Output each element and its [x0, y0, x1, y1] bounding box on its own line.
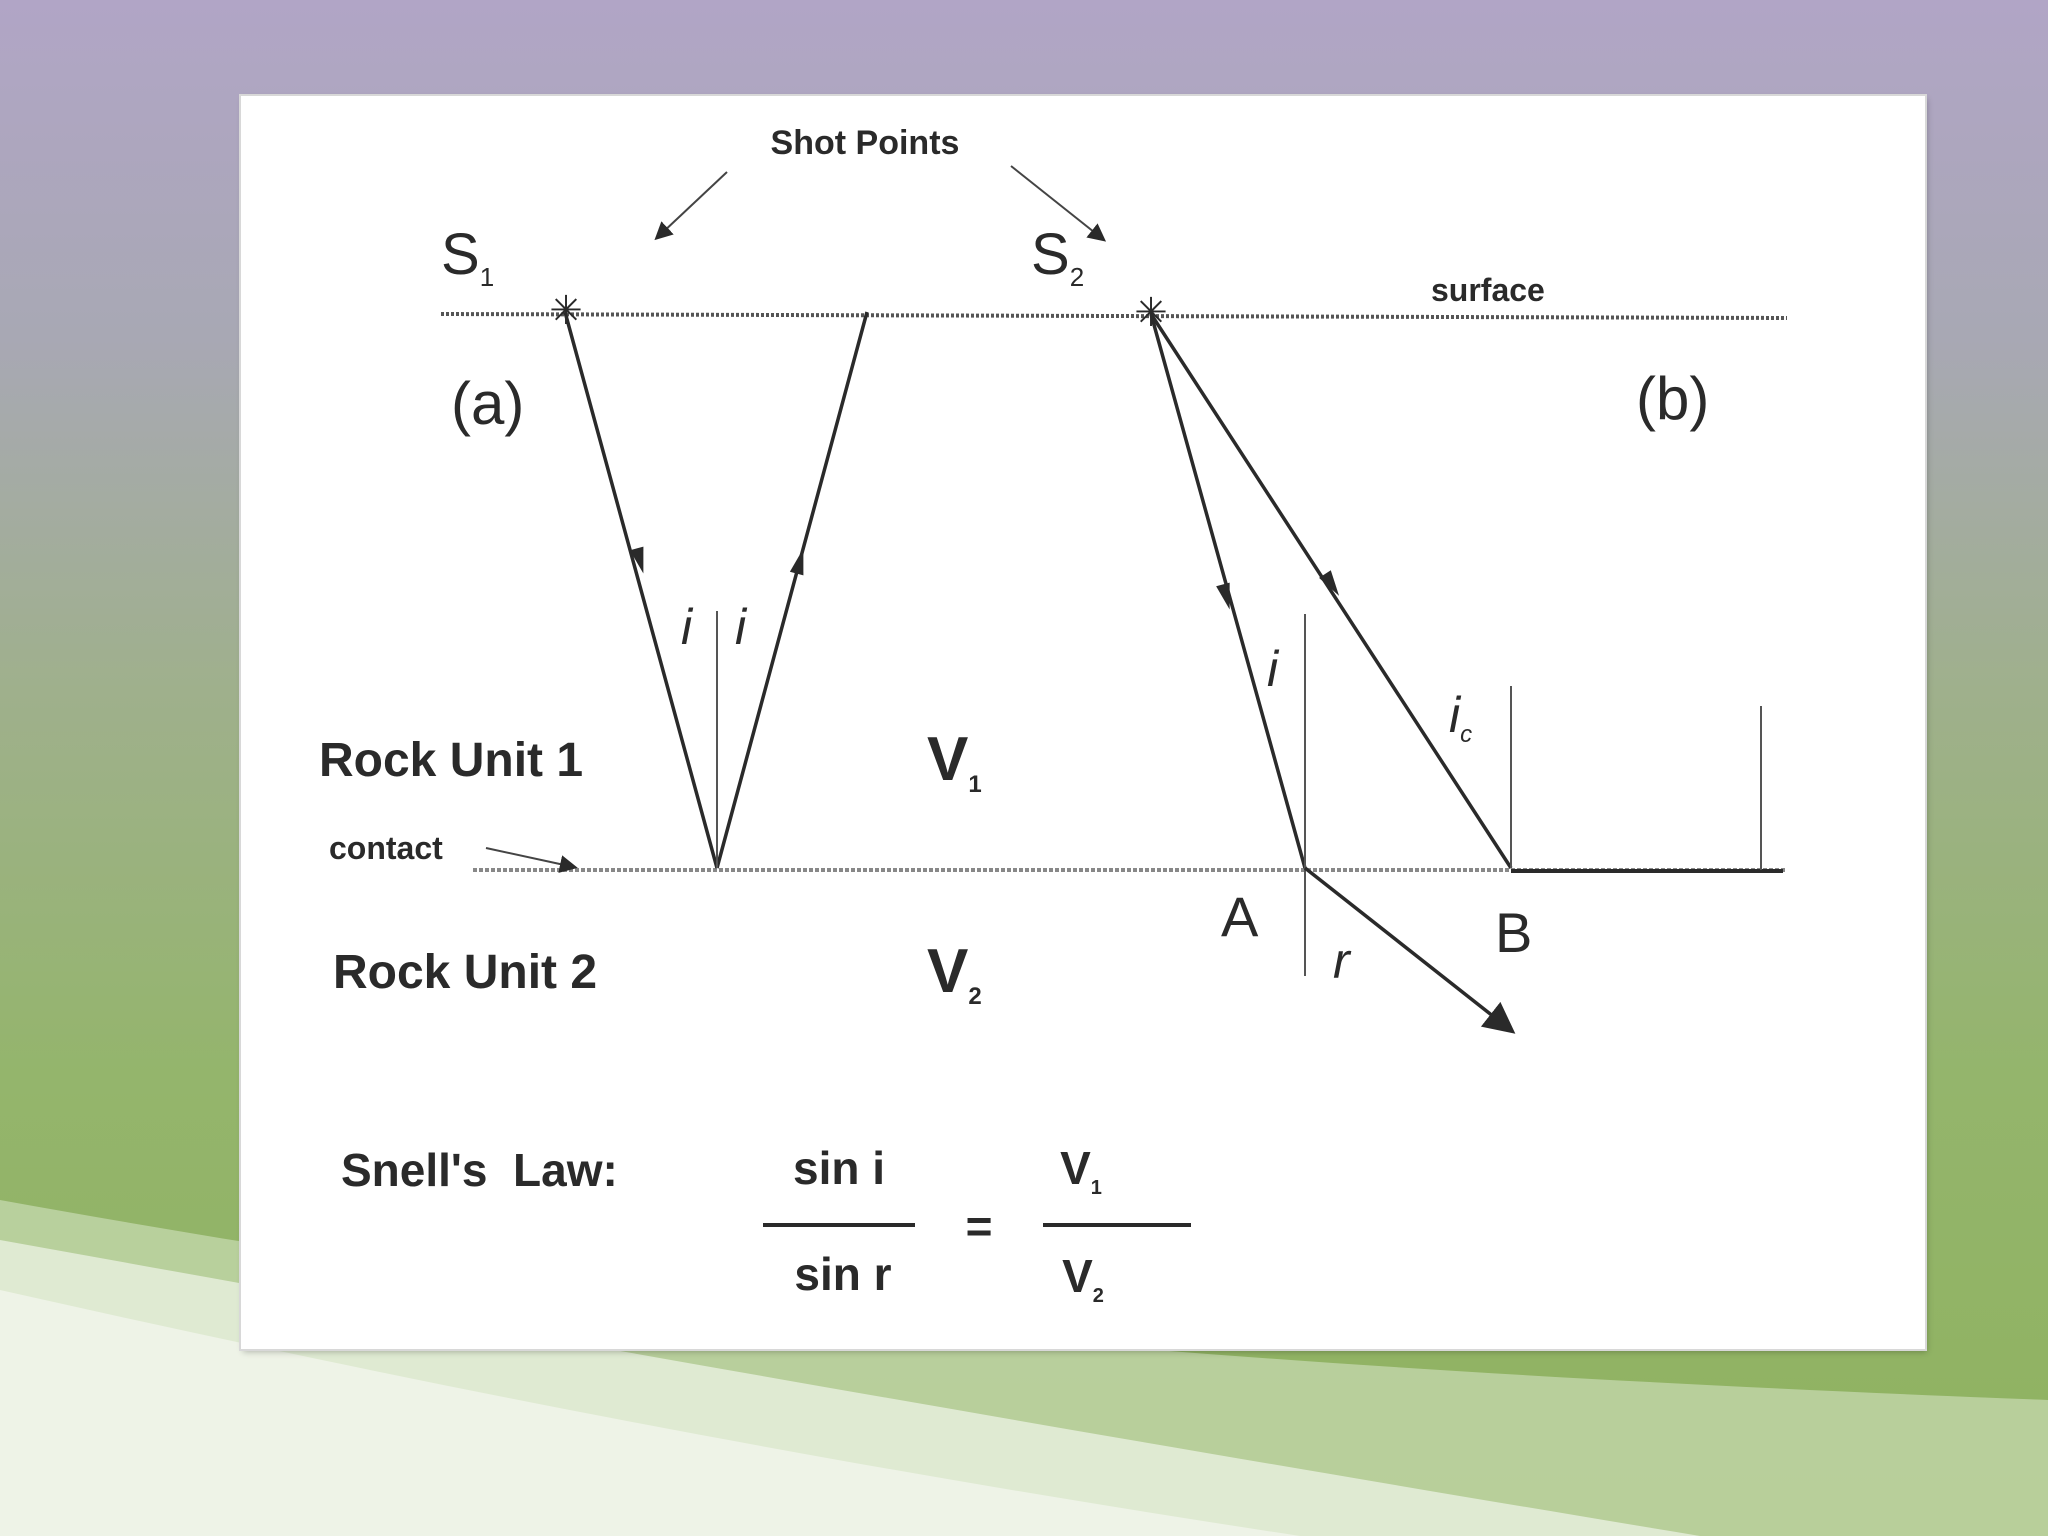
angle-i-right-a: i [735, 599, 748, 655]
equation-equals: = [966, 1200, 993, 1252]
snells-law-figure: Shot Points surface S1 ✳ S2 ✳ (a) (b) co… [241, 96, 1925, 1349]
refracted-ray-b [1303, 866, 1516, 1034]
reflected-ray-a-arrowhead [789, 548, 804, 576]
s2-shot-star-icon: ✳ [1134, 291, 1168, 335]
contact-pointer [485, 847, 578, 873]
contact-label: contact [329, 830, 443, 866]
equation-denominator-right: V2 [1062, 1250, 1104, 1307]
point-b-label: B [1495, 901, 1532, 964]
critical-ray-b-arrowhead [1319, 570, 1340, 596]
angle-r-b: r [1333, 933, 1352, 989]
surface-label: surface [1431, 272, 1545, 308]
v2-label: V2 [927, 937, 982, 1010]
shot-points-pointer-right [1010, 165, 1107, 242]
panel-a-label: (a) [451, 370, 524, 437]
panel-b-label: (b) [1636, 365, 1709, 432]
rock-unit-1-label: Rock Unit 1 [319, 734, 583, 787]
incident-ray-b-arrowhead [1216, 582, 1230, 610]
incident-ray-a-arrowhead [629, 546, 644, 574]
shot-points-pointer-left [654, 171, 728, 241]
angle-i-b: i [1267, 641, 1280, 697]
angle-ic-b: ic [1449, 687, 1472, 748]
s1-shot-star-icon: ✳ [549, 289, 583, 333]
surface-line [440, 312, 1788, 320]
s2-label: S2 [1031, 222, 1084, 292]
refraction-diagram: Shot Points surface S1 ✳ S2 ✳ (a) (b) co… [319, 124, 1788, 1307]
equation-numerator-right: V1 [1060, 1142, 1102, 1199]
snells-law-title: Snell's Law: [341, 1144, 618, 1196]
equation-numerator-left: sin i [793, 1142, 885, 1194]
v1-label: V1 [927, 725, 982, 798]
point-a-label: A [1221, 885, 1259, 948]
incident-ray-a [563, 311, 719, 869]
critical-ray-b [1149, 313, 1513, 869]
shot-points-label: Shot Points [771, 124, 960, 162]
angle-i-left-a: i [681, 599, 694, 655]
equation-denominator-left: sin r [794, 1248, 891, 1300]
reflected-ray-a [715, 311, 869, 869]
s1-label: S1 [441, 222, 494, 292]
rock-unit-2-label: Rock Unit 2 [333, 946, 597, 999]
